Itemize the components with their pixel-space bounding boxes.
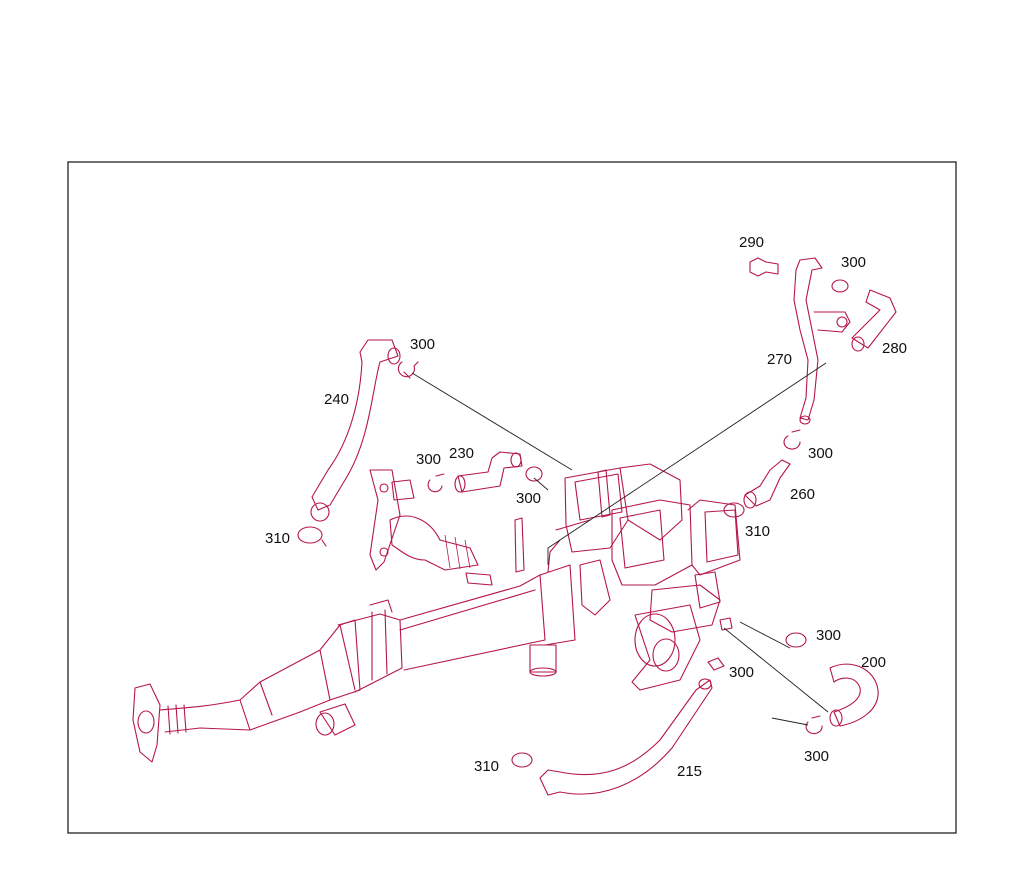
callouts: 290 300 280 270 300 240 300 230 300 260 … [265,234,907,780]
callout-300: 300 [841,254,866,271]
callout-280: 280 [882,340,907,357]
clamp-310-b [723,502,745,518]
valve-housings [547,463,741,691]
clamp-300-h [805,715,823,735]
hose-260 [744,459,791,507]
callout-300: 300 [816,627,841,644]
callout-200: 200 [861,654,886,671]
loose-parts [297,257,897,796]
callout-290: 290 [739,234,764,251]
callout-260: 260 [790,486,815,503]
callout-300: 300 [804,748,829,765]
callout-230: 230 [449,445,474,462]
callout-300: 300 [516,490,541,507]
callout-215: 215 [677,763,702,780]
leader-lines [411,362,829,726]
clamp-300-c [525,466,543,482]
clamp-300-f [785,632,807,648]
pipe-270 [793,257,823,421]
callout-300: 300 [729,664,754,681]
callout-240: 240 [324,391,349,408]
callout-270: 270 [767,351,792,368]
callout-310: 310 [474,758,499,775]
hose-280 [851,289,897,349]
egr-cooler-assembly [132,517,576,763]
diagram-frame [67,161,957,834]
callout-300: 300 [416,451,441,468]
clamp-310-a [297,526,327,547]
hose-240 [311,339,399,511]
clamp-310-c [511,752,533,768]
bolt-290 [749,257,779,277]
clamp-300-a [397,361,419,379]
clamp-300-d [831,279,849,293]
callout-310: 310 [265,530,290,547]
callout-310: 310 [745,523,770,540]
clamp-300-g [707,657,725,671]
callout-300: 300 [808,445,833,462]
clamp-300-b [427,473,445,493]
callout-300: 300 [410,336,435,353]
clamp-300-e [783,429,801,450]
hose-200 [829,663,879,727]
